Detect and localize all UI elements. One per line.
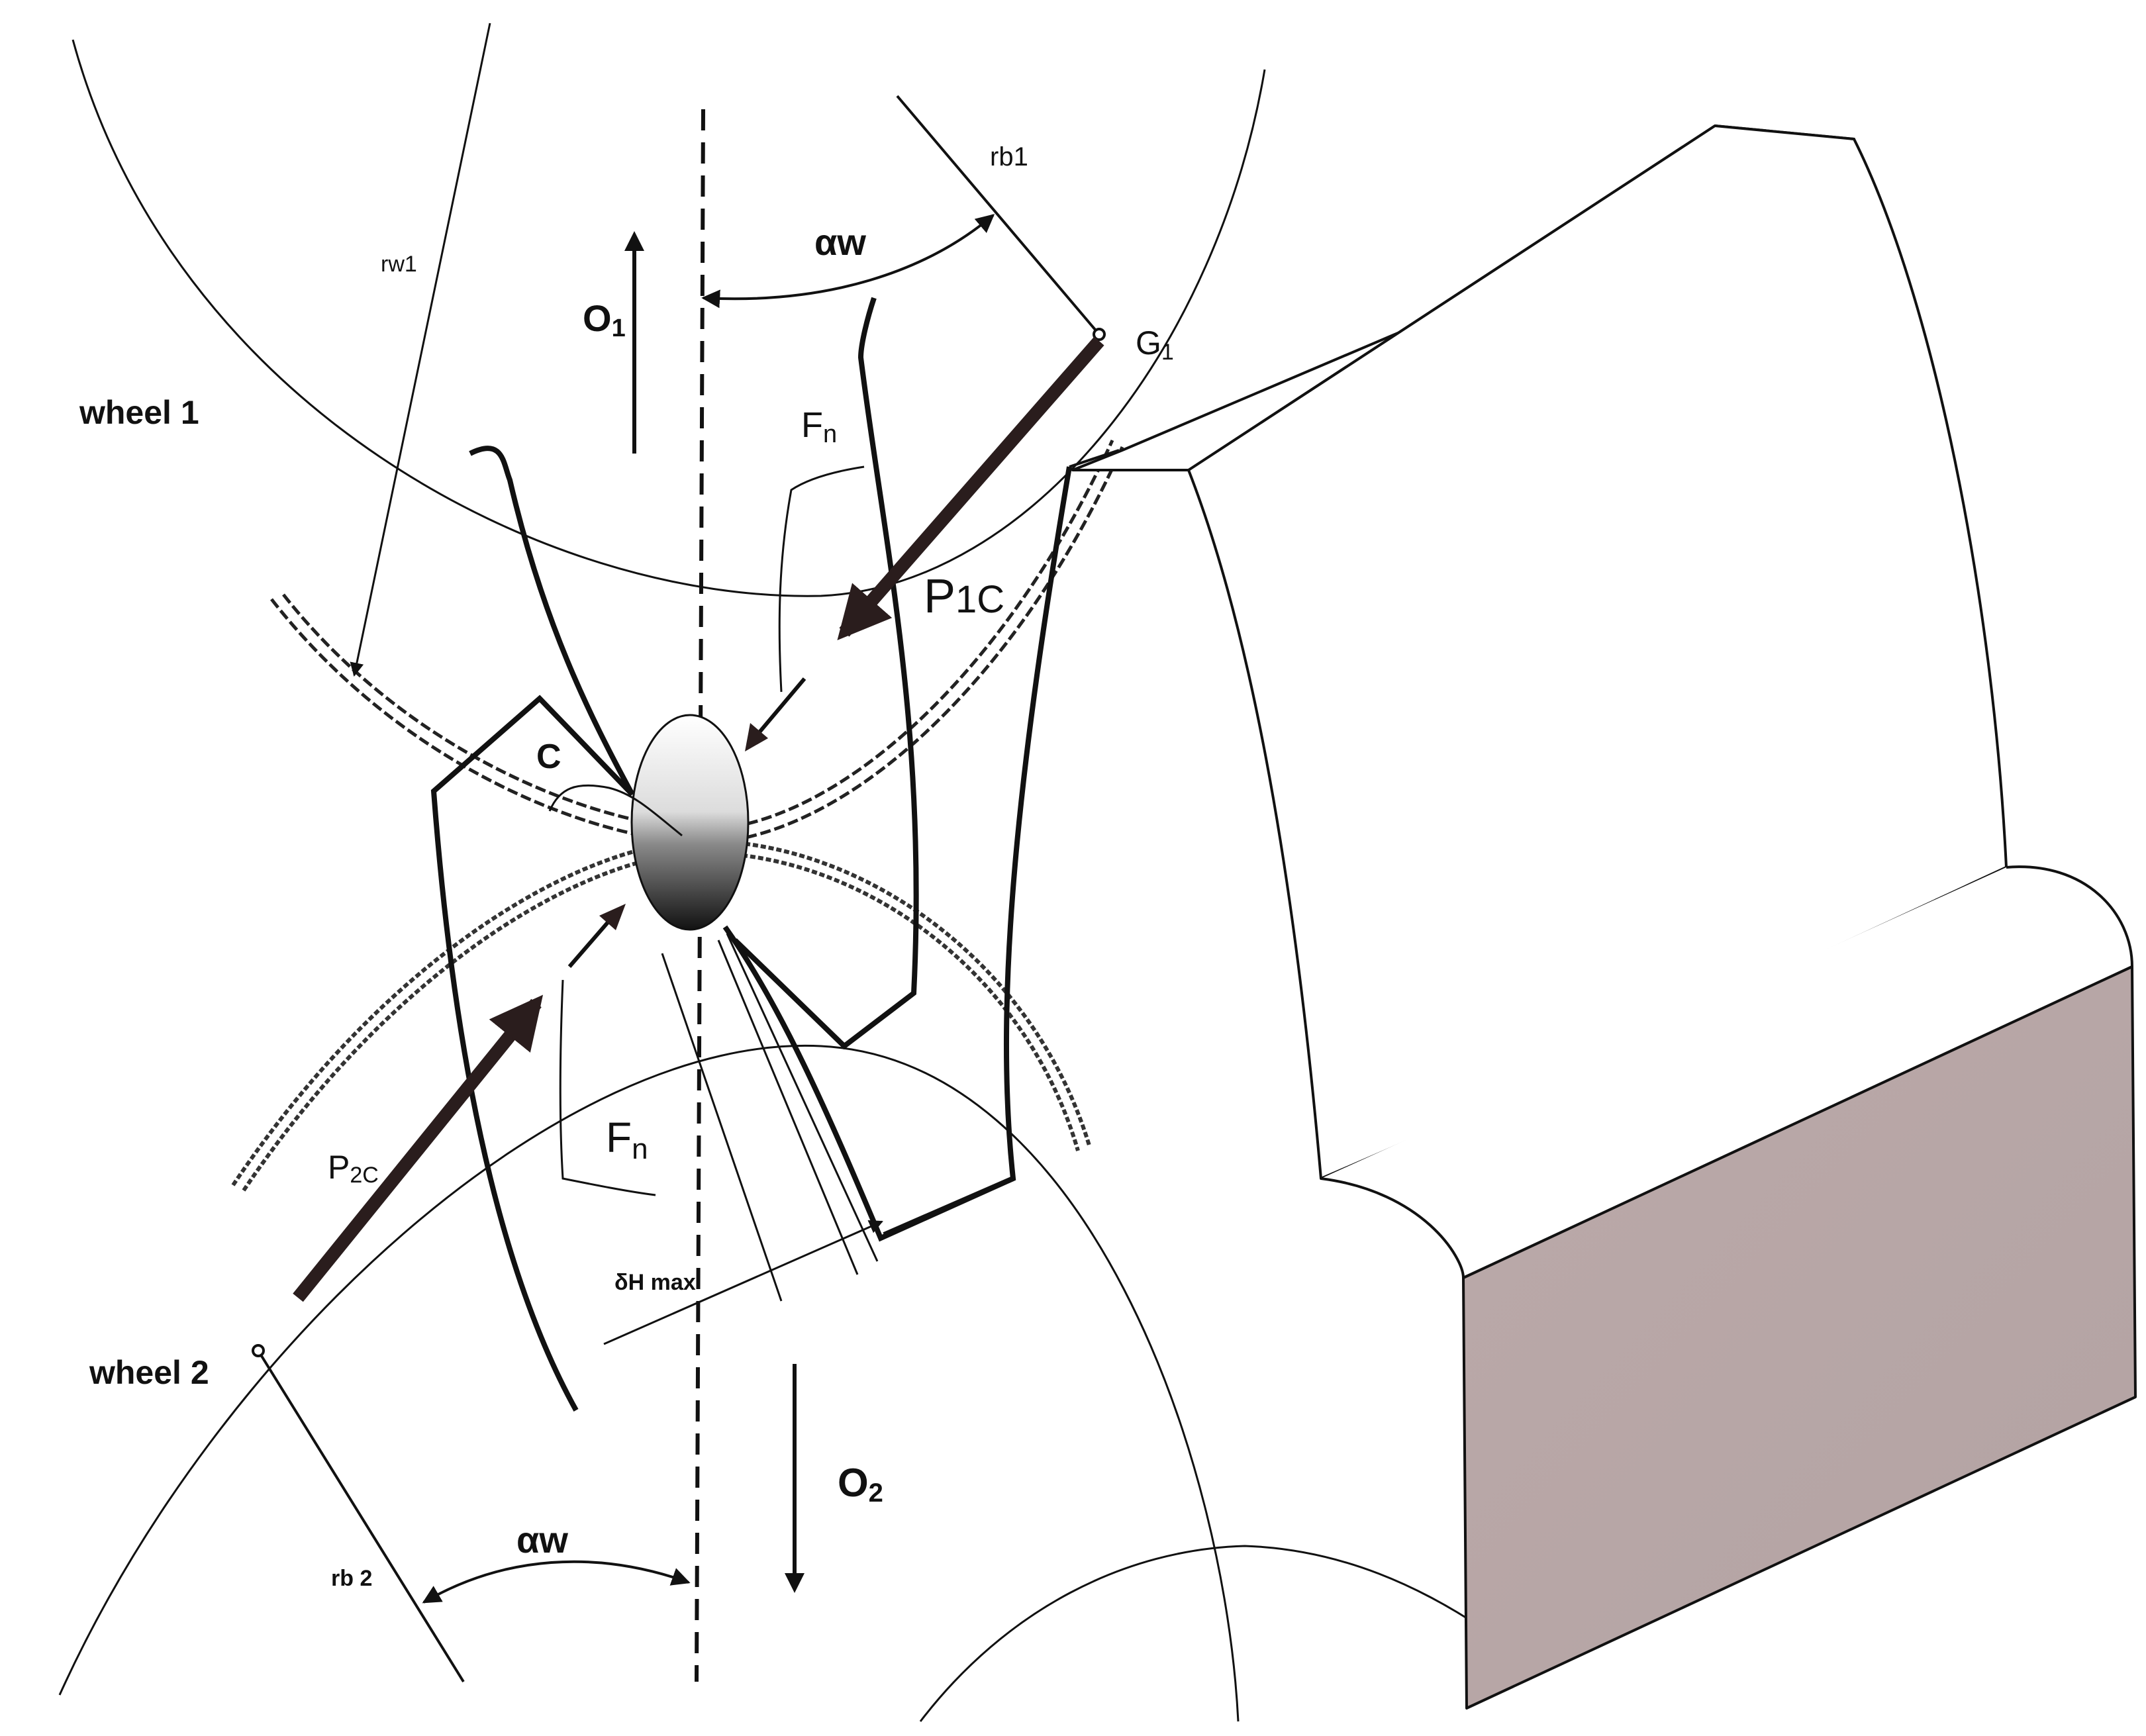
g1-point [1093, 328, 1106, 341]
wheel2-base-circle [58, 1044, 1240, 1722]
rb1-label: rb1 [990, 142, 1028, 171]
p2c-force-arrow [293, 994, 544, 1302]
o2-label-sub: 2 [869, 1478, 883, 1508]
fn-top-label-sub: n [823, 420, 837, 448]
rb2-label: rb 2 [331, 1566, 372, 1591]
o2-label: O2 [838, 1461, 883, 1508]
c-leader [548, 784, 683, 837]
contact-ellipse [630, 714, 750, 931]
fn-top-label: Fn [801, 405, 837, 448]
g1-label: G1 [1136, 324, 1174, 365]
alpha-w-bottom-label: αw [516, 1519, 568, 1561]
delta-h-max-label: δH max [614, 1270, 696, 1295]
p1c-force-arrow [837, 336, 1104, 641]
o1-label: O1 [583, 297, 626, 342]
fn-top-arrow [750, 677, 806, 743]
p1c-label-main: P [924, 570, 955, 623]
c-label: C [536, 738, 561, 776]
p2c-label-sub: 2C [350, 1163, 378, 1188]
fn-bottom-label-sub: n [632, 1133, 648, 1165]
fn-bottom-label-main: F [606, 1114, 632, 1161]
alpha-w-top-label: αw [814, 221, 866, 263]
g1-label-main: G [1136, 324, 1161, 362]
delta-extension-a [661, 953, 783, 1302]
rw1-line [350, 23, 491, 677]
wheel1-tooth-right-flank [733, 297, 919, 1050]
fn-bottom-arrow [567, 916, 614, 968]
g1-label-sub: 1 [1161, 340, 1174, 365]
o1-label-sub: 1 [612, 314, 626, 342]
delta-extension-c [726, 933, 879, 1262]
fn-top-label-main: F [801, 405, 823, 445]
fn-bottom-arrowhead [599, 904, 626, 930]
delta-dimension-line [603, 1220, 883, 1345]
p2c-label-main: P [328, 1149, 350, 1186]
rb2-line [257, 1349, 465, 1683]
fn-bottom-leader [559, 979, 656, 1196]
wheel1-label: wheel 1 [79, 394, 199, 431]
rw1-label: rw1 [381, 252, 417, 277]
wheel2-label: wheel 2 [89, 1354, 209, 1391]
center-line [695, 109, 705, 1682]
wheel1-pitch-curve-a [270, 446, 1124, 845]
block-front-face [1462, 965, 2137, 1710]
delta-extension-b [717, 940, 859, 1275]
wheel2-tooth-left [430, 695, 634, 1412]
fn-bottom-label: Fn [606, 1114, 648, 1165]
tooth-top-edge [1069, 449, 1120, 468]
p1c-label-sub: 1C [955, 578, 1004, 621]
wheel2-tooth-right [722, 466, 1072, 1242]
fn-top-arrowhead [745, 723, 768, 751]
rb1-line [896, 95, 1100, 336]
p2c-label: P2C [328, 1149, 379, 1188]
alpha-w-bottom-arc [422, 1560, 691, 1604]
lower-right-arc [919, 1545, 1484, 1722]
p1c-label: P1C [924, 570, 1004, 623]
tooth-bottom-edge [883, 1176, 1014, 1237]
wheel2-pitch-curve-b [242, 850, 1080, 1192]
o1-label-main: O [583, 297, 612, 339]
wheel1-tooth-left-flank [469, 446, 635, 796]
fn-top-leader [778, 465, 865, 693]
wheel2-base-point [252, 1344, 265, 1357]
alpha-w-top-arc [701, 214, 995, 309]
o2-label-main: O [838, 1461, 869, 1505]
